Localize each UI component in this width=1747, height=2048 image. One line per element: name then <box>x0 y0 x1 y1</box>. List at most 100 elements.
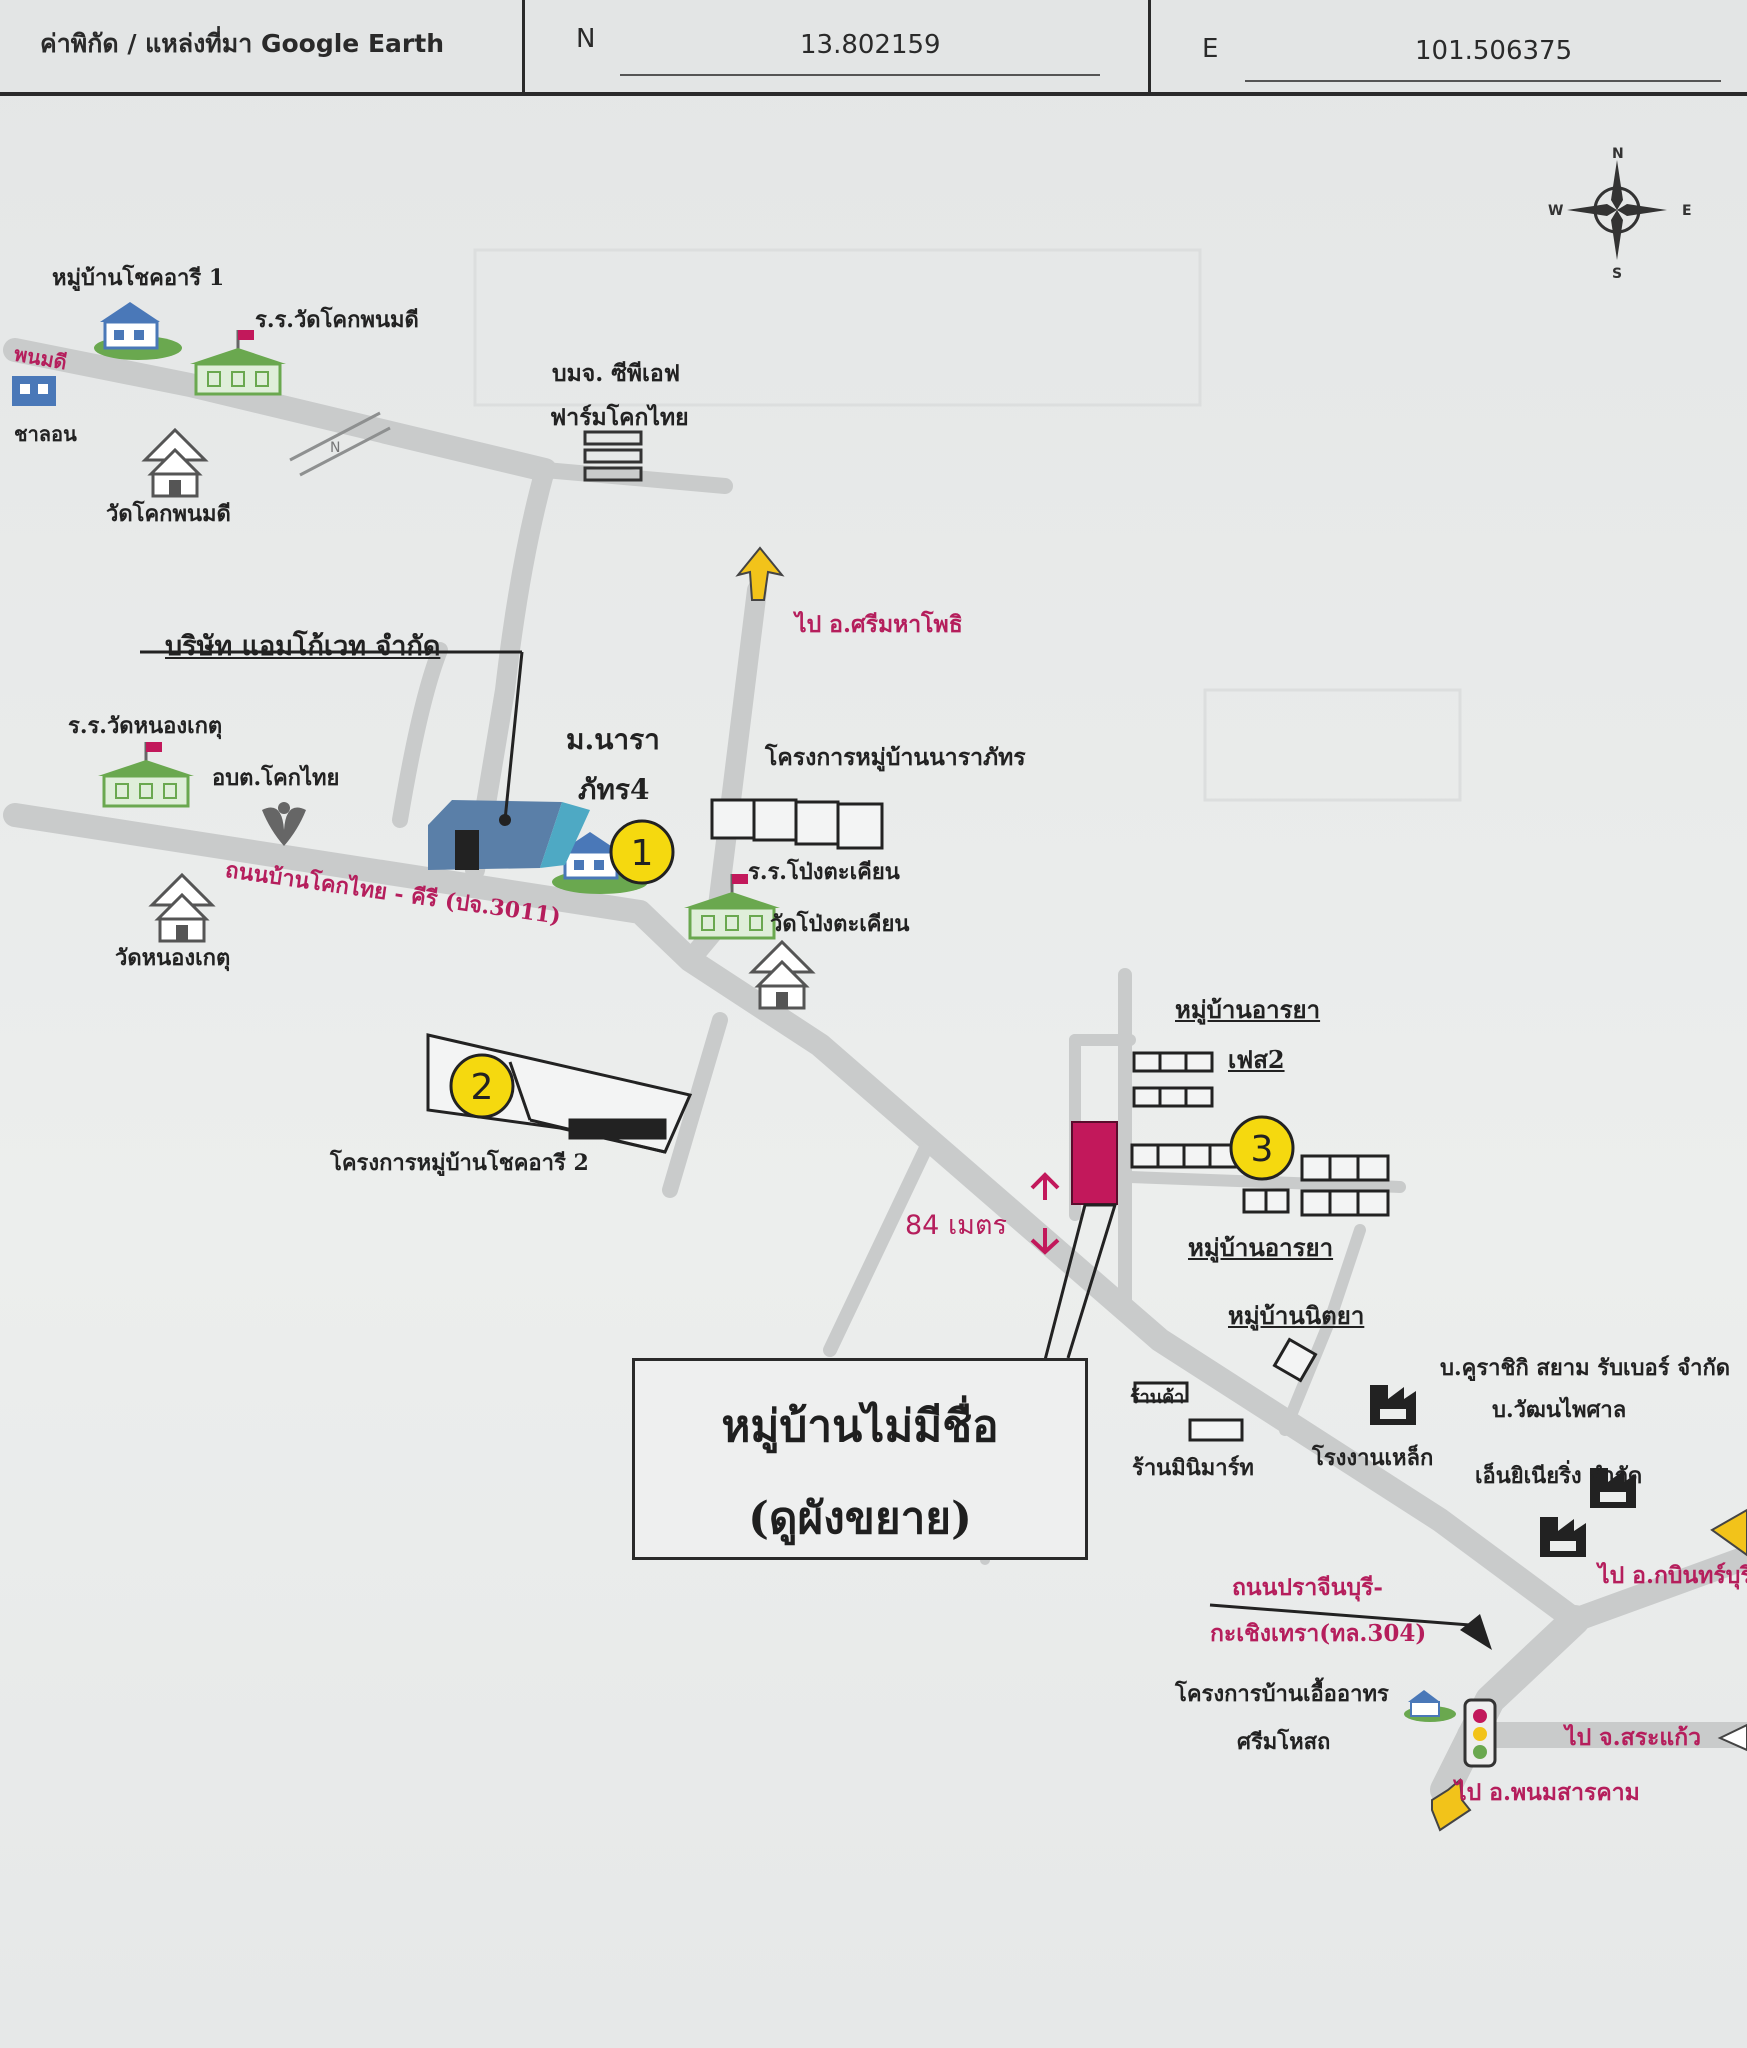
east-label: E <box>1202 34 1219 64</box>
svg-text:N: N <box>330 440 340 456</box>
label-to-sakaeo: ไป จ.สระแก้ว <box>1565 1724 1702 1751</box>
svg-text:2: 2 <box>471 1067 494 1108</box>
callout-leader-line <box>1043 1203 1118 1361</box>
label-nittaya: หมู่บ้านนิตยา <box>1228 1301 1365 1330</box>
source-cell <box>0 0 525 92</box>
road-branch-callout <box>823 1143 932 1357</box>
factory-engineering-icon <box>1540 1517 1586 1557</box>
shop-small-icon <box>1133 1381 1189 1403</box>
marker-2: 2 <box>449 1053 515 1119</box>
road-araya-east <box>1124 1171 1406 1193</box>
nittaya-building-icon <box>1272 1337 1318 1383</box>
school-kokphanomdi-icon <box>190 330 286 396</box>
school-nongket-icon <box>98 742 194 808</box>
garuda-emblem-icon <box>262 802 306 846</box>
compass-east: E <box>1682 203 1692 219</box>
road-to-cpf <box>537 462 733 494</box>
north-underline <box>620 74 1100 76</box>
label-wat-nongket: วัดหนองเกตุ <box>115 945 231 971</box>
background-panel-artifact <box>473 248 1202 407</box>
label-engineering: เอ็นยิเนียริ่ง จำกัด <box>1475 1463 1643 1489</box>
steel-factory-icon <box>1370 1385 1416 1425</box>
road304-pointer-arrow <box>1209 1603 1492 1650</box>
callout-line1: หมู่บ้านไม่มีชื่อ <box>721 1401 999 1452</box>
nara-project-blocks <box>710 798 884 850</box>
label-to-phanomsarakham: ไป อ.พนมสารคาม <box>1455 1779 1640 1806</box>
label-ua-project-line2: ศรีมโหสถ <box>1237 1729 1331 1755</box>
label-raja-rubber: บ.คูราชิกิ สยาม รับเบอร์ จำกัด <box>1440 1355 1731 1381</box>
label-school-kokphanomdi: ร.ร.วัดโคกพนมดี <box>255 307 419 333</box>
ua-project-house-icon <box>1404 1690 1456 1722</box>
label-school-pongtakhian: ร.ร.โป่งตะเคียน <box>748 859 900 885</box>
label-chokari2: โครงการหมู่บ้านโชคอารี 2 <box>330 1150 589 1176</box>
label-road304-line1: ถนนปราจีนบุรี- <box>1232 1574 1383 1601</box>
label-cpf-line2: ฟาร์มโคกไทย <box>550 404 689 431</box>
compass-rose <box>1567 160 1667 260</box>
coordinate-header: ค่าพิกัด / แหล่งที่มา Google Earth N 13.… <box>0 0 1747 96</box>
label-distance: 84 เมตร <box>905 1210 1008 1241</box>
label-amcovet: บริษัท แอมโก้เวท จำกัด <box>165 631 441 662</box>
amcovet-warehouse-icon <box>140 650 590 870</box>
label-chokari1: หมู่บ้านโชคอารี 1 <box>52 265 225 291</box>
east-underline <box>1245 80 1721 82</box>
distance-arrows <box>1030 1172 1060 1255</box>
svg-text:3: 3 <box>1251 1129 1274 1170</box>
callout-box: หมู่บ้านไม่มีชื่อ (ดูผังขยาย) <box>632 1358 1088 1560</box>
arrow-to-sakaeo-icon <box>1717 1723 1747 1752</box>
callout-line2: (ดูผังขยาย) <box>748 1493 972 1544</box>
coordinate-source-label: ค่าพิกัด / แหล่งที่มา Google Earth <box>40 29 444 58</box>
phanomdi-house-icon <box>12 376 56 406</box>
road-main <box>3 803 1747 1632</box>
road-top-left <box>3 338 557 482</box>
label-shop-small: ร้านค้า <box>1130 1387 1185 1408</box>
road-branch-amcovet <box>392 642 448 828</box>
araya-blocks <box>1242 1154 1390 1217</box>
marker-3: 3 <box>1229 1115 1295 1181</box>
road-network <box>3 338 1747 1805</box>
bridge-mark: N <box>289 411 391 477</box>
compass-south: S <box>1612 266 1622 282</box>
chokari1-house-icon <box>94 302 182 360</box>
arrow-to-phanomsarakham-icon <box>1431 1778 1472 1832</box>
label-chalon: ชาลอน <box>14 422 77 446</box>
minimart-icon <box>1188 1418 1244 1442</box>
label-school-nongket: ร.ร.วัดหนองเกตุ <box>68 713 223 739</box>
label-cpf-line1: บมจ. ซีพีเอฟ <box>552 360 680 387</box>
label-minimart: ร้านมินิมาร์ท <box>1132 1455 1254 1481</box>
cpf-farm-icon <box>583 430 643 482</box>
temple-kokphanomdi-icon <box>141 427 209 498</box>
arrow-to-kabinburi-icon <box>1710 1508 1747 1557</box>
temple-nongket-icon <box>148 872 216 943</box>
school-pongtakhian-icon <box>684 874 780 940</box>
label-nara-project: โครงการหมู่บ้านนาราภัทร <box>765 744 1026 771</box>
compass-north: N <box>1612 146 1624 162</box>
label-moo-nara-line1: ม.นารา <box>566 723 660 756</box>
north-value: 13.802159 <box>800 30 941 60</box>
north-label: N <box>576 24 596 54</box>
site-location-marker <box>1071 1121 1118 1205</box>
label-wat-pongtakhian: วัดโป่งตะเคียน <box>770 911 910 937</box>
east-value: 101.506375 <box>1415 36 1573 66</box>
road-nittaya <box>1279 1224 1366 1436</box>
label-to-srimahaphot: ไป อ.ศรีมหาโพธิ <box>795 611 963 638</box>
factory-wattanaphaisal-icon <box>1590 1468 1636 1508</box>
label-araya: หมู่บ้านอารยา <box>1188 1233 1334 1262</box>
north-cell <box>522 0 1151 92</box>
svg-text:1: 1 <box>631 833 654 874</box>
marker-1: 1 <box>609 819 675 885</box>
road-north-south <box>465 460 555 880</box>
label-obt-kokthai: อบต.โคกไทย <box>212 765 340 791</box>
label-wat-kokphanomdi: วัดโคกพนมดี <box>106 501 231 527</box>
background-panel-artifact-2 <box>1203 688 1462 802</box>
arrow-to-srimahaphot-icon <box>735 546 785 601</box>
label-steel-factory: โรงงานเหล็ก <box>1312 1445 1434 1471</box>
label-araya-phase2-line1: หมู่บ้านอารยา <box>1175 995 1321 1024</box>
label-to-kabinburi: ไป อ.กบินทร์บุรี <box>1598 1562 1747 1589</box>
araya-phase2-blocks <box>1130 1051 1238 1169</box>
label-araya-phase2-line2: เฟส2 <box>1228 1045 1285 1074</box>
label-moo-nara-line2: ภัทร4 <box>578 773 650 806</box>
temple-pongtakhian-icon <box>748 939 816 1010</box>
traffic-light-icon <box>1463 1698 1497 1768</box>
